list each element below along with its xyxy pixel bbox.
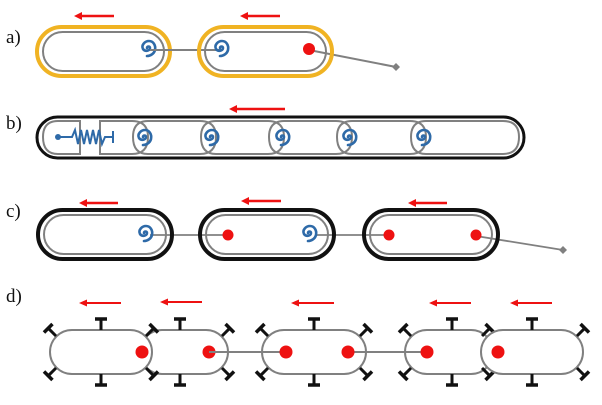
appendage-icon: [306, 317, 322, 332]
cell-membrane: [131, 120, 149, 155]
appendage-icon: [524, 372, 540, 387]
spiral-icon: [416, 128, 432, 147]
cell-membrane: [335, 120, 353, 155]
motion-arrow-head: [240, 12, 248, 20]
sheath: [36, 208, 174, 261]
appendage-icon: [93, 372, 109, 387]
panel-c: c): [6, 197, 567, 261]
motion-arrow-head: [74, 12, 82, 20]
panel-label-c: c): [6, 201, 21, 222]
panel-label-d: d): [6, 286, 22, 307]
motion-arrow-head: [291, 299, 299, 307]
cell: [254, 317, 374, 387]
red-dot: [303, 43, 315, 55]
tether: [475, 235, 564, 251]
cell-membrane: [199, 120, 217, 155]
cell: [397, 317, 496, 387]
red-dot: [491, 345, 505, 359]
spiral-icon: [342, 128, 358, 147]
red-dot: [470, 229, 482, 241]
spring-icon: [55, 126, 114, 148]
motion-arrow-head: [160, 298, 168, 306]
red-dot: [341, 345, 355, 359]
sheath: [198, 208, 336, 261]
cell: [362, 208, 500, 261]
spiral-icon: [302, 224, 318, 243]
appendage-icon: [306, 372, 322, 387]
motion-arrow-head: [229, 105, 237, 113]
cell-membrane: [205, 214, 329, 255]
cell-membrane: [426, 120, 521, 155]
sheath: [35, 115, 526, 160]
spiral-icon: [141, 39, 157, 58]
tether-anchor: [559, 246, 567, 254]
cell-membrane: [41, 120, 81, 155]
motion-arrow-head: [510, 299, 518, 307]
cell: [480, 317, 591, 387]
spiral-icon: [138, 224, 154, 243]
appendage-icon: [524, 317, 540, 332]
appendage-icon: [172, 372, 188, 387]
motion-arrow-head: [241, 197, 249, 205]
red-dot: [222, 229, 234, 241]
capsule-layer: [35, 25, 172, 78]
sheath: [362, 208, 500, 261]
panel-a: a): [6, 12, 400, 78]
cell: [36, 208, 174, 261]
motion-arrow-head: [408, 199, 416, 207]
capsule-layer: [197, 25, 334, 78]
appendage-icon: [93, 317, 109, 332]
red-dot: [383, 229, 395, 241]
cell: [35, 25, 172, 78]
tether-anchor: [392, 63, 400, 71]
cell-membrane: [148, 120, 218, 155]
cell: [42, 317, 160, 387]
spiral-icon: [214, 39, 230, 58]
appendage-icon: [444, 372, 460, 387]
cell-membrane: [409, 120, 427, 155]
cell-membrane: [267, 120, 285, 155]
panel-d: d): [6, 286, 591, 387]
red-dot: [420, 345, 434, 359]
motion-arrow-head: [429, 299, 437, 307]
panel-label-a: a): [6, 27, 21, 48]
cell: [197, 25, 334, 78]
tether: [308, 49, 397, 68]
cell: [198, 208, 336, 261]
appendage-icon: [172, 317, 188, 332]
appendage-icon: [444, 317, 460, 332]
red-dot: [135, 345, 149, 359]
motion-arrow-head: [79, 199, 87, 207]
cell-membrane: [43, 214, 167, 255]
cell-membrane: [204, 31, 327, 72]
panel-label-b: b): [6, 113, 22, 134]
cell-membrane: [369, 214, 493, 255]
panel-b: b): [6, 105, 526, 160]
cell-membrane: [99, 120, 150, 155]
motion-arrow-head: [79, 299, 87, 307]
spiral-icon: [137, 128, 153, 147]
cell-membrane: [42, 31, 165, 72]
cell-membrane: [284, 120, 354, 155]
red-dot: [279, 345, 293, 359]
cell-membrane: [216, 120, 286, 155]
